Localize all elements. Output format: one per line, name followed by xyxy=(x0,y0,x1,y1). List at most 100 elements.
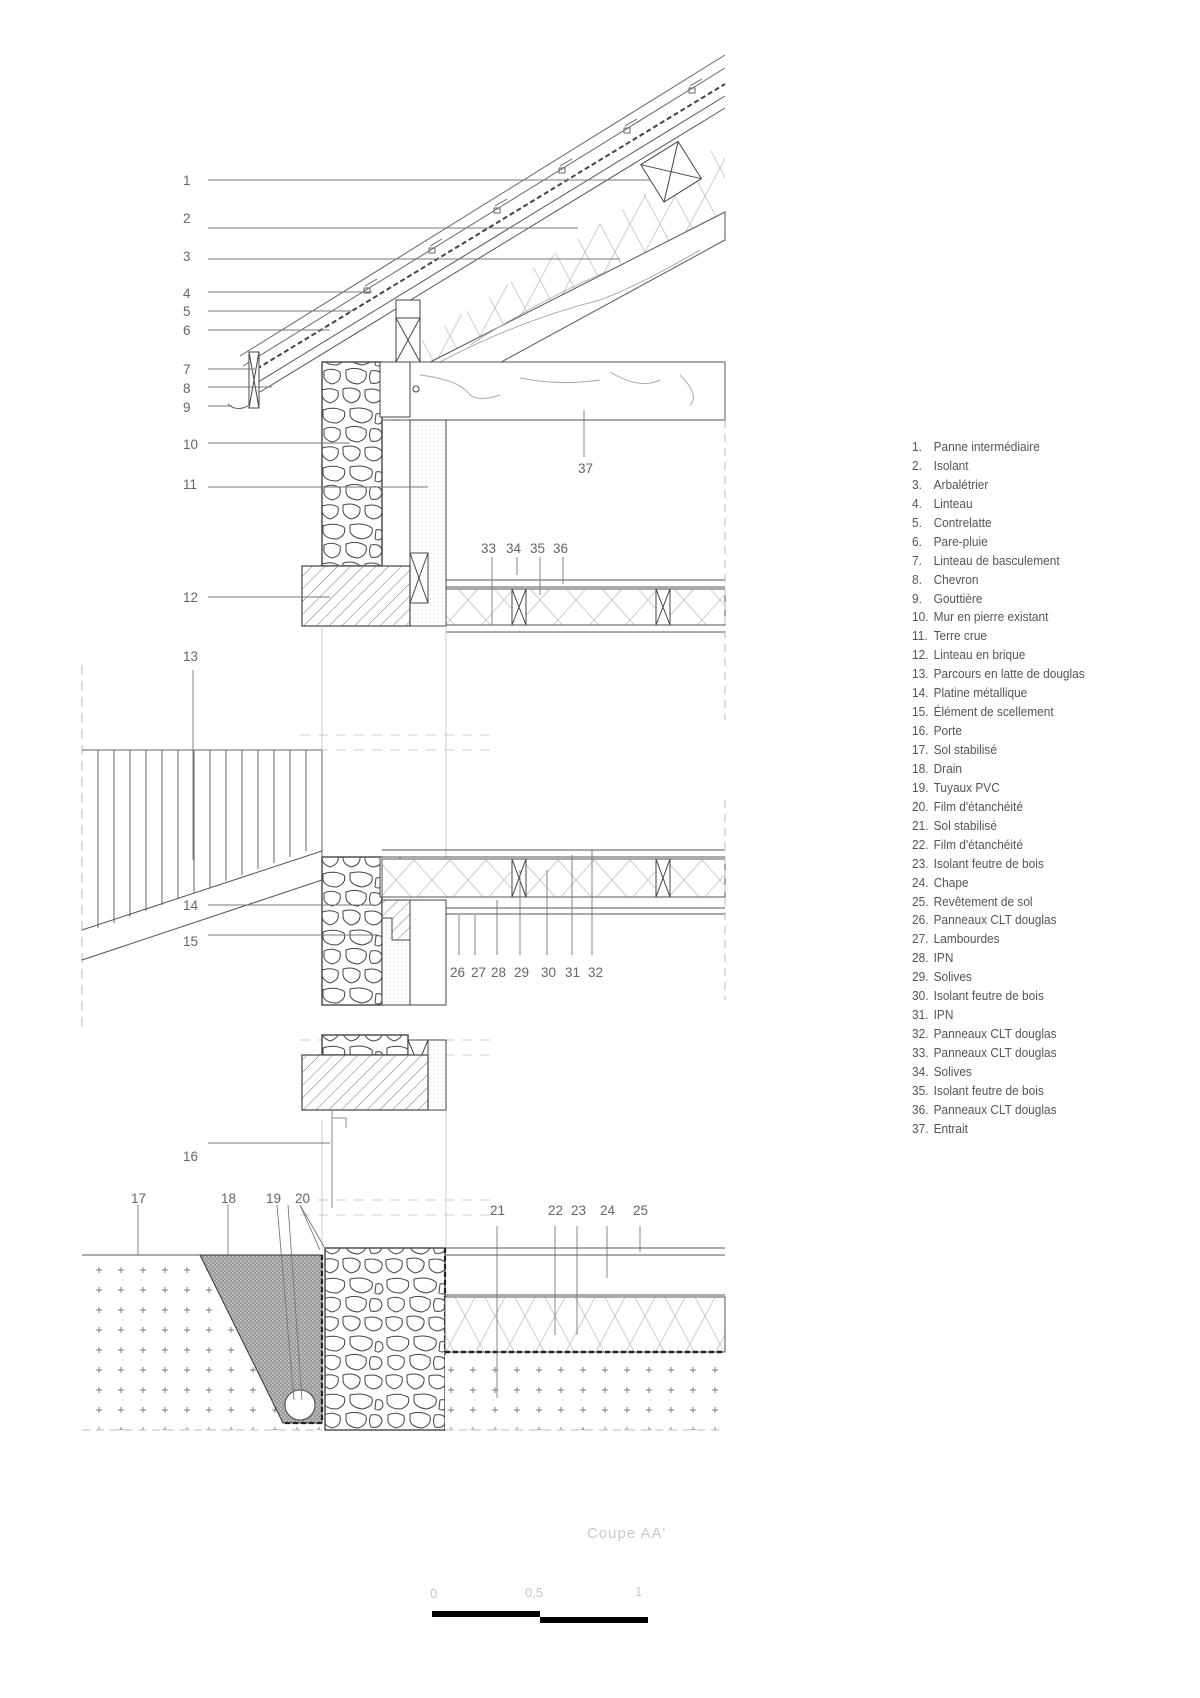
legend-label: Arbalétrier xyxy=(933,476,989,492)
callout-17: 17 xyxy=(131,1191,146,1206)
legend-label: Pare-pluie xyxy=(933,533,988,549)
callout-1: 1 xyxy=(183,173,191,188)
callout-2: 2 xyxy=(183,211,191,226)
callout-28: 28 xyxy=(491,965,506,980)
legend-label: Panneaux CLT douglas xyxy=(933,1045,1057,1060)
legend-label: Solives xyxy=(933,969,972,985)
callout-37: 37 xyxy=(578,461,593,476)
legend-label: Entrait xyxy=(933,1120,968,1136)
legend-item: 33.Panneaux CLT douglas xyxy=(912,1044,1155,1063)
legend-item: 9. Gouttière xyxy=(912,590,1155,609)
scale-bar: 0 0,5 1 xyxy=(430,1584,648,1623)
legend-number: 34. xyxy=(912,1063,929,1079)
legend-item: 11.Terre crue xyxy=(912,627,1155,646)
scale-label-05: 0,5 xyxy=(525,1585,543,1600)
roof-assembly xyxy=(227,54,726,421)
legend-number: 7. xyxy=(912,552,922,568)
legend-label: Gouttière xyxy=(933,590,983,606)
wood-cladding xyxy=(81,665,323,1030)
scale-label-0: 0 xyxy=(430,1586,437,1601)
mid-floor xyxy=(381,800,726,1000)
callout-14: 14 xyxy=(183,898,199,913)
legend-number: 1. xyxy=(912,439,922,454)
callout-6: 6 xyxy=(183,323,191,338)
legend-item: 20.Film d'étanchéité xyxy=(912,798,1155,817)
legend-item: 26.Panneaux CLT douglas xyxy=(912,911,1155,930)
legend-item: 27.Lambourdes xyxy=(912,930,1155,949)
upper-wall xyxy=(301,361,447,627)
legend-number: 5. xyxy=(912,514,922,530)
legend-label: Linteau en brique xyxy=(933,647,1026,663)
legend-item: 17. Sol stabilisé xyxy=(912,741,1155,760)
callout-10: 10 xyxy=(183,437,198,452)
lower-wall xyxy=(301,1034,447,1208)
legend-number: 37. xyxy=(912,1120,929,1136)
legend-label: Lambourdes xyxy=(933,931,1000,947)
legend-item: 25.Revêtement de sol xyxy=(912,893,1155,912)
legend-item: 14.Platine métallique xyxy=(912,684,1155,703)
callout-18: 18 xyxy=(221,1191,236,1206)
legend-number: 19. xyxy=(912,779,929,795)
legend-item: 24.Chape xyxy=(912,874,1155,893)
legend-item: 6.Pare-pluie xyxy=(912,533,1155,552)
legend-number: 17. xyxy=(912,742,929,757)
legend-label: Isolant feutre de bois xyxy=(933,1082,1044,1098)
legend-item: 29.Solives xyxy=(912,968,1155,987)
legend-label: Panneaux CLT douglas xyxy=(933,1101,1057,1117)
callout-31: 31 xyxy=(565,965,580,980)
legend-label: Isolant xyxy=(933,457,969,473)
upper-floor xyxy=(445,420,726,720)
leader-lines xyxy=(137,179,650,1401)
legend-number: 36. xyxy=(912,1101,929,1117)
legend-number: 9. xyxy=(912,590,922,606)
legend-item: 31.IPN xyxy=(912,1006,1155,1025)
legend-item: 35.Isolant feutre de bois xyxy=(912,1082,1155,1101)
drawing-title: Coupe AA' xyxy=(587,1525,666,1542)
callout-27: 27 xyxy=(471,965,486,980)
legend-number: 18. xyxy=(912,760,929,776)
legend-label: Panneaux CLT douglas xyxy=(933,912,1057,928)
callout-8: 8 xyxy=(183,381,191,396)
callout-5: 5 xyxy=(183,304,191,319)
callout-12: 12 xyxy=(183,590,198,605)
legend-item: 32.Panneaux CLT douglas xyxy=(912,1025,1155,1044)
scale-label-1: 1 xyxy=(635,1584,642,1599)
legend-item: 18.Drain xyxy=(912,760,1155,779)
legend-item: 36.Panneaux CLT douglas xyxy=(912,1101,1155,1120)
legend-label: Film d'étanchéité xyxy=(933,836,1023,852)
callout-7: 7 xyxy=(183,362,191,377)
legend-number: 32. xyxy=(912,1026,929,1042)
legend-number: 11. xyxy=(912,628,928,644)
legend-number: 16. xyxy=(912,723,929,739)
legend-item: 22.Film d'étanchéité xyxy=(912,836,1155,855)
callout-16: 16 xyxy=(183,1149,198,1164)
legend-label: Chevron xyxy=(933,571,979,587)
callout-29: 29 xyxy=(514,965,529,980)
legend-label: Isolant feutre de bois xyxy=(933,988,1044,1004)
foundation xyxy=(82,1247,726,1431)
legend-label: Porte xyxy=(933,723,962,739)
callout-13: 13 xyxy=(183,649,198,664)
callout-36: 36 xyxy=(553,541,568,556)
legend-label: Contrelatte xyxy=(933,514,992,530)
legend-number: 26. xyxy=(912,912,929,928)
legend-number: 15. xyxy=(912,704,929,720)
legend-item: 28.IPN xyxy=(912,949,1155,968)
legend-number: 20. xyxy=(912,798,929,814)
legend-label: Chape xyxy=(933,874,969,890)
callout-15: 15 xyxy=(183,934,198,949)
legend-label: Sol stabilisé xyxy=(933,742,997,757)
legend-label: Linteau de basculement xyxy=(933,552,1060,568)
legend-label: Platine métallique xyxy=(933,685,1028,701)
legend-number: 27. xyxy=(912,931,929,947)
legend-label: IPN xyxy=(933,1007,954,1023)
callout-20: 20 xyxy=(295,1191,310,1206)
callout-35: 35 xyxy=(530,541,545,556)
legend-label: Solives xyxy=(933,1063,972,1079)
callout-9: 9 xyxy=(183,400,191,415)
legend-number: 30. xyxy=(912,988,929,1004)
legend-item: 30.Isolant feutre de bois xyxy=(912,987,1155,1006)
legend-label: Élément de scellement xyxy=(933,704,1054,720)
legend-number: 12. xyxy=(912,647,929,663)
callout-24: 24 xyxy=(600,1203,616,1218)
